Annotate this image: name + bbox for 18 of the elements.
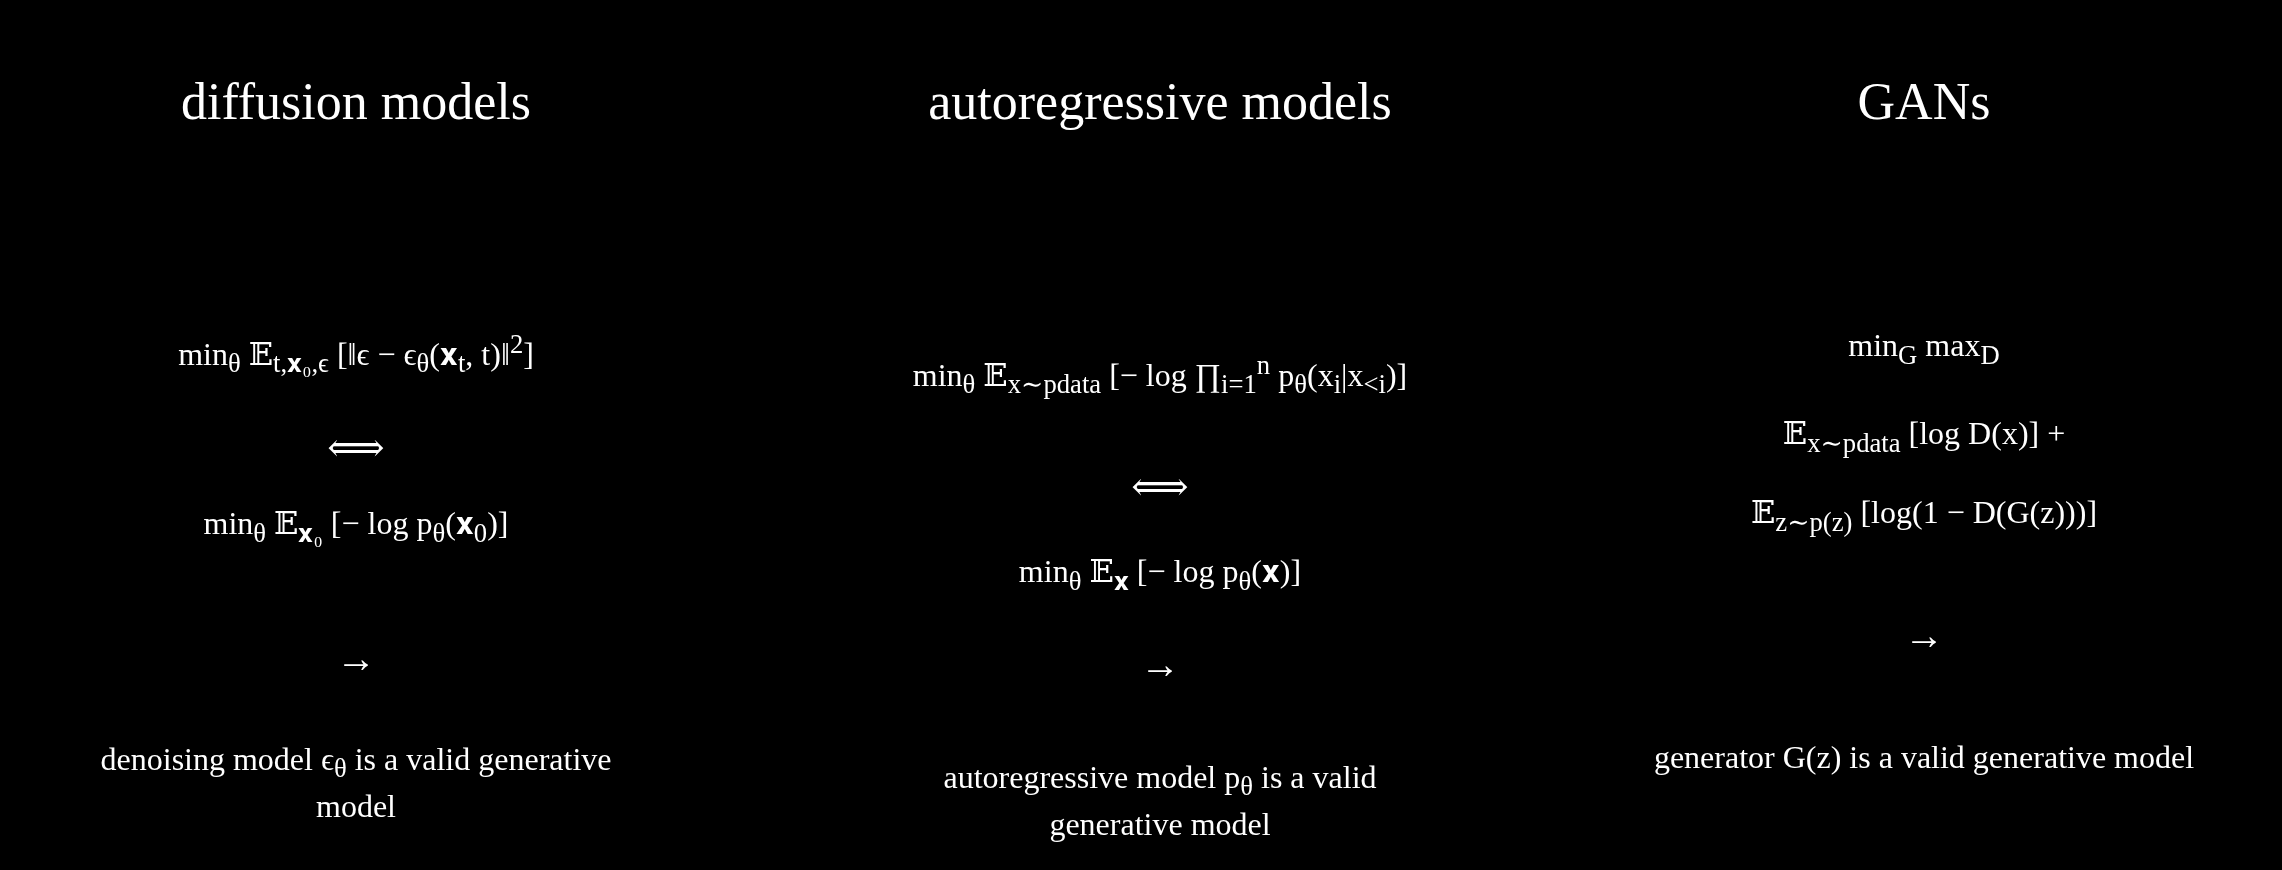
implication-arrow: → <box>1140 641 1180 689</box>
formula: min$_{θ}$ 𝔼$_{x∼p}$$_{data}$ [− log ∏$_{i=1}$$^{n}$ p$_{θ}$(x$_{i}$|x$_{<i}$)] <box>912 349 1408 402</box>
formula: min$_{θ}$ 𝔼$_{𝐱}$ [− log p$_{θ}$(𝐱)] <box>1018 552 1302 598</box>
column-heading: diffusion models <box>181 72 531 133</box>
column-heading: autoregressive models <box>928 72 1392 133</box>
formula: 𝔼$_{x∼p}$$_{data}$ [log D(x)] + <box>1782 414 2066 460</box>
equivalence-symbol: ⟺ <box>327 424 385 472</box>
implication-arrow: → <box>336 635 376 683</box>
column-heading: GANs <box>1857 72 1991 133</box>
formula: min$_{G}$ max$_{D}$ <box>1848 326 2000 372</box>
conclusion-text: denoising model ϵ$_{θ}$ is a valid generative model <box>99 739 613 826</box>
formula: min$_{θ}$ 𝔼$_{𝐱₀}$ [− log p$_{θ}$(𝐱$_{0}$)] <box>203 504 509 550</box>
formula: min$_{θ}$ 𝔼$_{t,𝐱₀,ϵ}$ [‖ϵ − ϵ$_{θ}$(𝐱$_{t}$, t)‖$^{2}$] <box>178 328 534 381</box>
implication-arrow: → <box>1904 612 1944 660</box>
formula: 𝔼$_{z∼p(z)}$ [log(1 − D(G(z)))] <box>1750 493 2098 539</box>
conclusion-text: generator G(z) is a valid generative model <box>1652 738 2196 778</box>
equivalence-symbol: ⟺ <box>1131 463 1189 511</box>
conclusion-text: autoregressive model p$_{θ}$ is a valid generative model <box>942 757 1378 844</box>
